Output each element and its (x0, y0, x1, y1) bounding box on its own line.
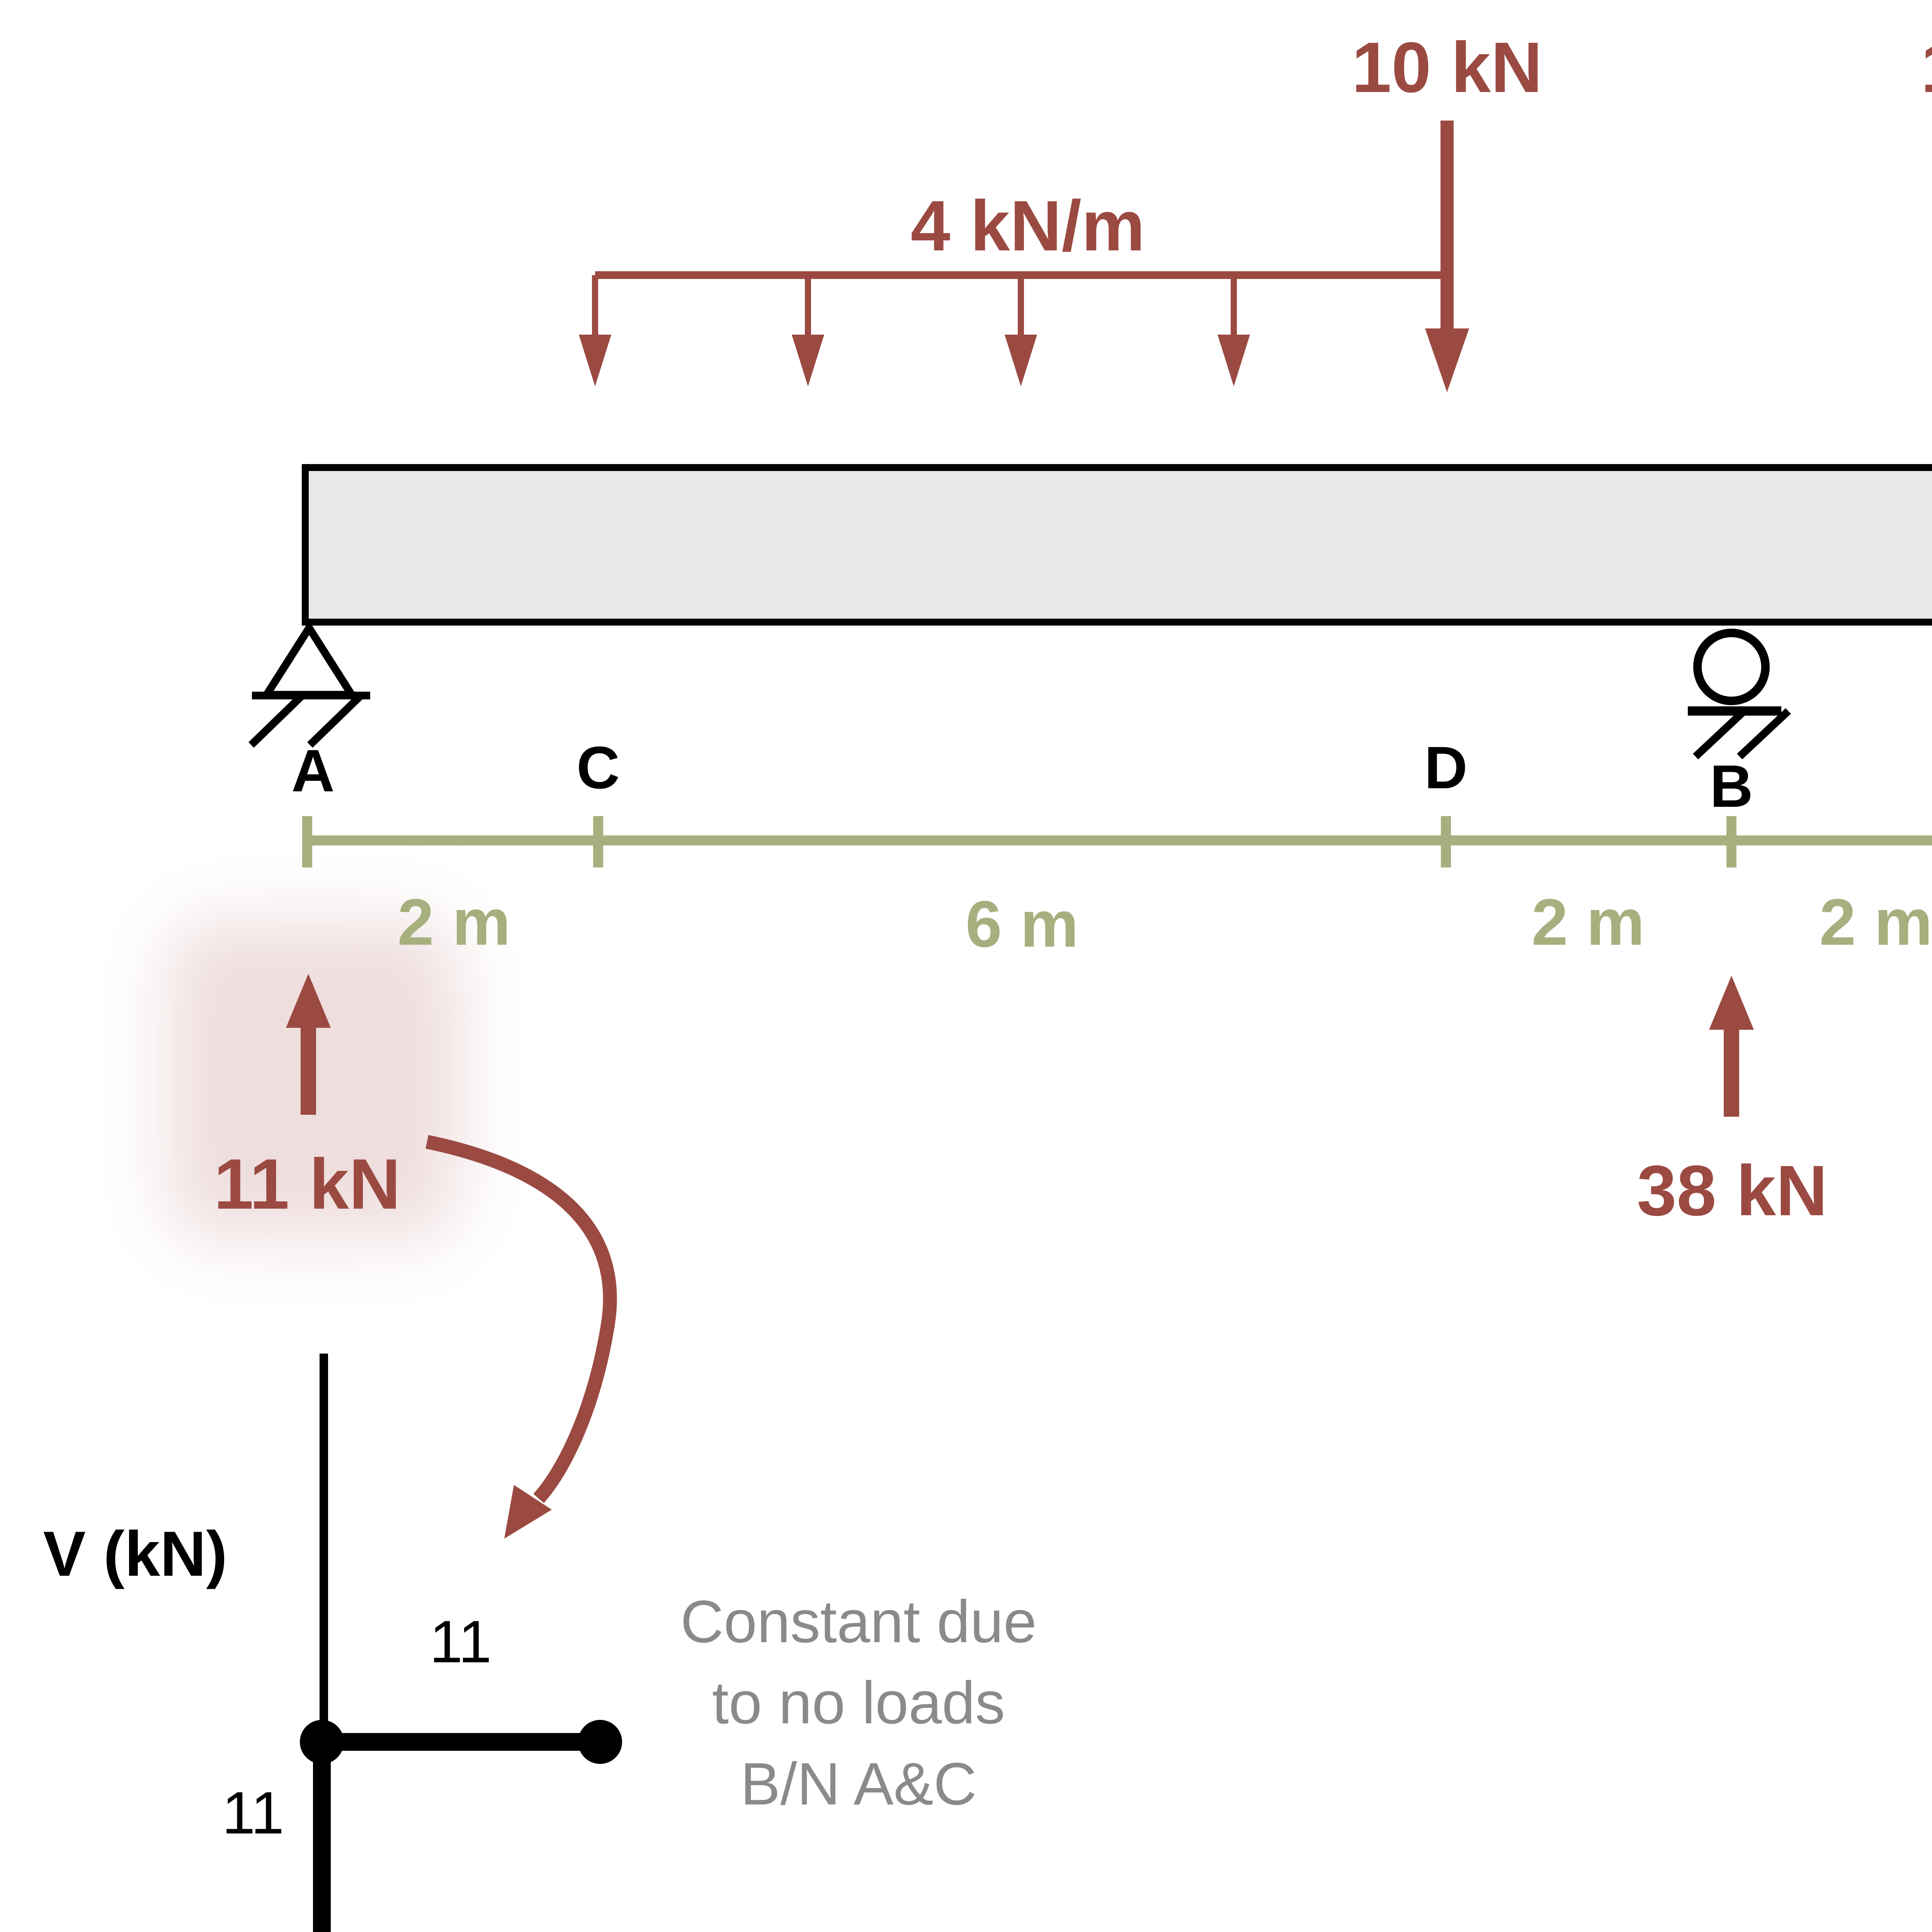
point-label-a: A (291, 737, 335, 804)
shear-point-c (578, 1720, 622, 1764)
ground-hatch (248, 692, 305, 748)
point-label-c: C (577, 734, 620, 801)
reaction-b-arrow (1709, 976, 1754, 1117)
v-axis-label: V (kN) (43, 1518, 228, 1589)
annotation-line-1: Constant due (680, 1588, 1037, 1655)
distributed-load-arrow (1005, 275, 1037, 386)
ground-hatch (1737, 708, 1791, 760)
shear-value-side: 11 (222, 1779, 284, 1846)
dim-label-ac: 2 m (398, 886, 511, 959)
ground-hatch (307, 692, 364, 748)
shear-diagram (300, 1354, 622, 1932)
distributed-load-arrow (579, 275, 611, 386)
curved-arrow (425, 1135, 617, 1539)
annotation-line-2: to no loads (712, 1669, 1005, 1736)
distributed-load-arrow (1218, 275, 1250, 386)
dim-label-cd: 6 m (966, 888, 1079, 961)
point-label-d: D (1424, 734, 1468, 801)
shear-value-top: 11 (430, 1608, 492, 1675)
dim-label-db: 2 m (1532, 886, 1645, 959)
reaction-a-label: 11 kN (214, 1145, 400, 1224)
beam (302, 464, 1932, 626)
annotation-line-3: B/N A&C (740, 1750, 977, 1817)
distributed-load-label: 4 kN/m (911, 186, 1145, 266)
dimension-line (302, 816, 1932, 867)
distributed-load-arrow (792, 275, 824, 386)
pin-triangle (259, 621, 359, 699)
roller-circle (1693, 629, 1770, 705)
ground-hatch (1693, 708, 1747, 760)
point-load-10kn-label: 10 kN (1352, 28, 1543, 107)
shear-point-a-top (300, 1720, 344, 1764)
distributed-load (579, 271, 1447, 386)
pin-support-a (248, 621, 370, 748)
point-load-10kn-arrow (1425, 121, 1469, 392)
reaction-a-arrow (286, 974, 331, 1115)
point-label-b: B (1710, 753, 1753, 820)
point-load-15kn-label: 15 kN (1921, 28, 1932, 107)
dim-label-be: 2 m (1820, 886, 1932, 959)
roller-support-b (1688, 629, 1791, 760)
reaction-b-label: 38 kN (1637, 1151, 1828, 1231)
